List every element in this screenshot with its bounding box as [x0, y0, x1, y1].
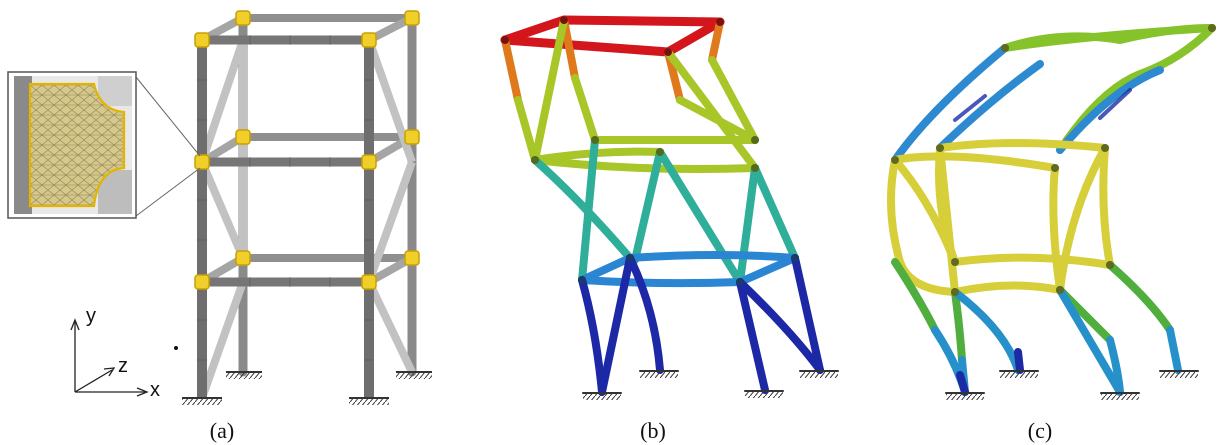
- caption-panel-c: (c): [1028, 418, 1052, 443]
- panel-a-frame: [182, 10, 432, 405]
- joint-inset: [7, 71, 201, 219]
- axis-label-x: x: [150, 379, 160, 401]
- ground-supports-a: [182, 371, 432, 405]
- caption-panel-a: (a): [210, 418, 234, 443]
- panel-c-frame: [887, 24, 1216, 400]
- axis-label-y: y: [86, 305, 96, 327]
- axis-label-z: z: [118, 355, 128, 377]
- origin-dot: [174, 346, 178, 350]
- ground-supports-c: [945, 370, 1199, 400]
- panel-b-frame: [500, 15, 839, 400]
- caption-panel-b: (b): [640, 418, 666, 443]
- ground-supports-b: [582, 370, 839, 400]
- joint-markers: [194, 10, 420, 290]
- coordinate-axes: [70, 318, 149, 397]
